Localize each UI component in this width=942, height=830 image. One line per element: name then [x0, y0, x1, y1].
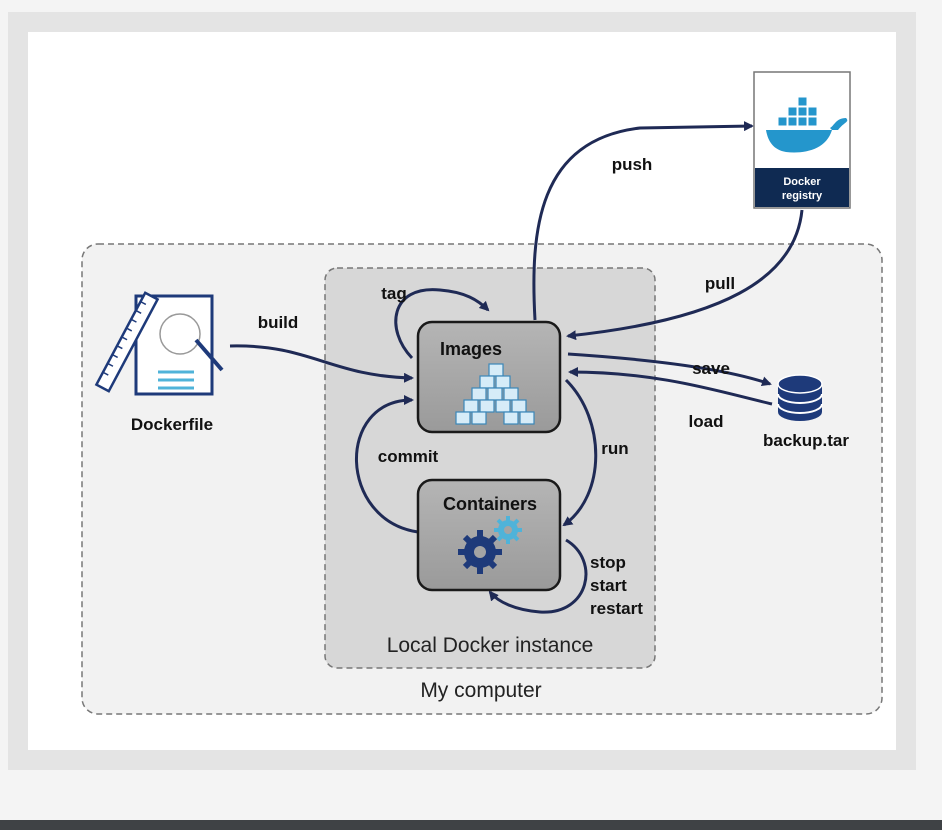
node-label-images: Images	[440, 339, 502, 359]
edge-label-restart: restart	[590, 599, 643, 618]
gears-icon	[458, 516, 522, 574]
edge-label-run: run	[601, 439, 628, 458]
arrow-tag	[394, 288, 490, 360]
docker-whale-icon	[766, 96, 848, 153]
registry-label-line2: registry	[782, 190, 823, 202]
edge-label-push: push	[612, 155, 653, 174]
registry-label-line1: Docker	[783, 176, 821, 188]
edge-label-commit: commit	[378, 447, 439, 466]
edge-labels: build tag push pull save load run commit…	[258, 155, 735, 618]
image-stack-icon	[455, 363, 535, 425]
node-containers: Containers	[416, 478, 562, 592]
node-backup: backup.tar	[763, 374, 849, 450]
node-label-backup: backup.tar	[763, 431, 849, 450]
dockerfile-icon	[94, 291, 224, 396]
arrow-build	[229, 344, 414, 383]
node-label-dockerfile: Dockerfile	[131, 415, 213, 434]
arrow-save	[567, 352, 772, 387]
edge-label-tag: tag	[381, 284, 407, 303]
arrow-pull	[566, 209, 804, 341]
arrow-push	[532, 121, 754, 321]
arrow-commit	[355, 395, 419, 534]
arrow-run	[562, 378, 598, 527]
node-dockerfile: Dockerfile	[94, 291, 224, 434]
node-label-containers: Containers	[443, 494, 537, 514]
edge-label-start: start	[590, 576, 627, 595]
zone-label-local-docker-instance: Local Docker instance	[387, 634, 594, 657]
node-images: Images	[416, 320, 562, 434]
node-docker-registry: Docker registry	[753, 71, 851, 209]
arrow-restart	[488, 538, 588, 614]
bottom-bar	[0, 820, 942, 830]
arrows	[229, 121, 804, 614]
edge-label-load: load	[689, 412, 724, 431]
zone-label-my-computer: My computer	[420, 679, 541, 702]
arrow-load	[568, 367, 773, 406]
database-icon	[777, 374, 823, 421]
edge-label-save: save	[692, 359, 730, 378]
edge-label-stop: stop	[590, 553, 626, 572]
edge-label-build: build	[258, 313, 299, 332]
edge-label-pull: pull	[705, 274, 735, 293]
